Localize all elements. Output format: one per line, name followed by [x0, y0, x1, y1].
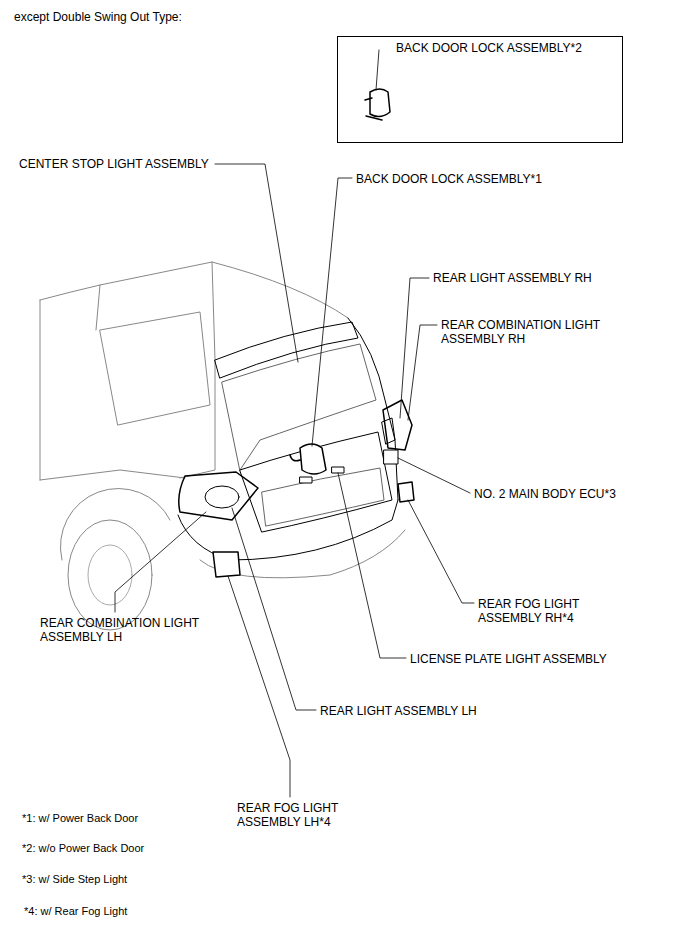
part-name: REAR LIGHT ASSEMBLY RH — [433, 271, 592, 285]
leader-line — [215, 164, 298, 362]
leader-line — [408, 500, 474, 603]
license-recess — [262, 468, 384, 526]
footnote: *4: w/ Rear Fog Light — [24, 904, 127, 918]
inset-lock-part — [365, 89, 390, 120]
leader-line — [312, 178, 352, 446]
part-name: LICENSE PLATE LIGHT ASSEMBLY — [410, 652, 607, 666]
bumper-lower — [200, 530, 405, 578]
leader-line — [115, 512, 206, 612]
side-sill — [40, 470, 185, 480]
part-name: REAR FOG LIGHT ASSEMBLY RH*4 — [478, 597, 590, 625]
back-door-panel — [240, 432, 392, 532]
page-title: except Double Swing Out Type: — [14, 10, 182, 24]
rear-fog-light-rh — [398, 482, 414, 502]
wheel — [68, 520, 152, 630]
part-name: REAR FOG LIGHT ASSEMBLY LH*4 — [237, 801, 349, 829]
license-light-rh — [332, 467, 344, 473]
rear-edge-rh — [348, 318, 398, 500]
leader-line — [376, 50, 379, 90]
rear-glass — [222, 344, 376, 470]
inset-box: BACK DOOR LOCK ASSEMBLY*2 — [337, 36, 623, 143]
footnote: *1: w/ Power Back Door — [22, 811, 138, 825]
rear-combination-light-lh — [179, 472, 258, 520]
rear-fog-light-lh — [213, 552, 240, 577]
leader-line — [232, 508, 316, 710]
leader-line — [228, 576, 290, 797]
leader-line — [338, 473, 406, 658]
wheel-hub — [88, 545, 132, 605]
footnote: *3: w/ Side Step Light — [22, 872, 127, 886]
spoiler — [215, 322, 358, 378]
leader-line — [408, 325, 437, 420]
wheel-arch — [60, 488, 170, 560]
rear-combination-light-rh — [383, 400, 412, 450]
d-pillar — [180, 262, 215, 478]
leader-line — [398, 458, 470, 493]
leader-line — [400, 278, 429, 418]
footnote: *2: w/o Power Back Door — [22, 841, 144, 855]
rear-light-rh — [382, 418, 395, 444]
rear-light-lh — [205, 486, 239, 508]
part-name: REAR COMBINATION LIGHT ASSEMBLY RH — [441, 318, 619, 346]
part-name: CENTER STOP LIGHT ASSEMBLY — [19, 157, 209, 171]
part-name: REAR LIGHT ASSEMBLY LH — [320, 704, 477, 718]
rear-bumper — [178, 500, 398, 560]
part-name: NO. 2 MAIN BODY ECU*3 — [474, 487, 616, 501]
ecu-part — [384, 450, 398, 464]
side-window — [100, 312, 210, 425]
body-line — [40, 285, 100, 480]
back-door-lock-part — [290, 444, 326, 474]
part-name: REAR COMBINATION LIGHT ASSEMBLY LH — [40, 616, 216, 644]
license-light-lh — [300, 477, 312, 483]
roof-line — [40, 262, 348, 318]
part-name: BACK DOOR LOCK ASSEMBLY*2 — [396, 41, 622, 55]
part-name: BACK DOOR LOCK ASSEMBLY*1 — [356, 172, 542, 186]
